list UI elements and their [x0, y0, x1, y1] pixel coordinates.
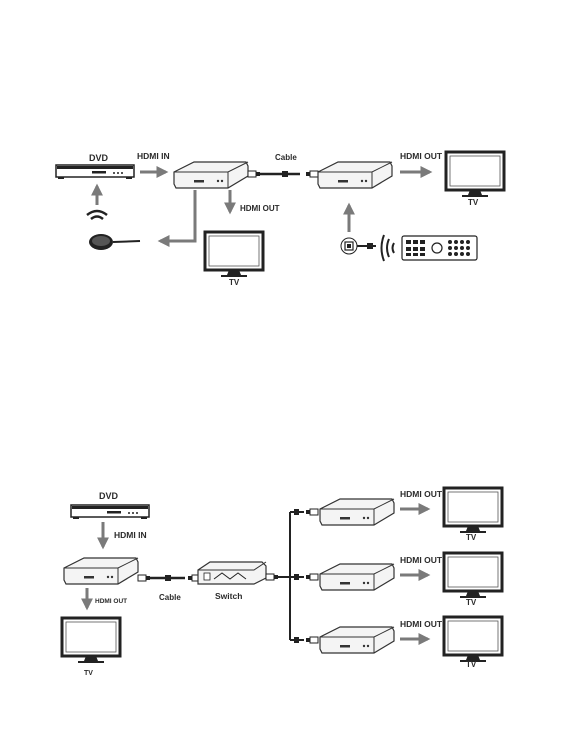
hdmi-out-label: HDMI OUT	[400, 555, 443, 565]
tv-label: TV	[466, 598, 477, 607]
rj45-connector-icon	[248, 171, 260, 177]
wireless-signal-icon	[382, 235, 395, 261]
receiver-row: HDMI OUT TV	[290, 488, 502, 542]
switch-label: Switch	[215, 591, 242, 601]
wireless-signal-icon	[87, 211, 107, 219]
diagram-1: DVD HDMI IN Cable HDMI OUT TV HDMI OUT T…	[56, 151, 504, 287]
hdmi-out-down-label: HDMI OUT	[240, 204, 280, 213]
network-switch-icon	[198, 562, 266, 584]
cable-label: Cable	[159, 593, 181, 602]
tv-local-label: TV	[84, 670, 93, 677]
dvd-label: DVD	[89, 153, 109, 163]
cable	[138, 575, 200, 581]
hdmi-out-label: HDMI OUT	[400, 619, 443, 629]
dvd-player-icon	[71, 505, 149, 519]
tv-label: TV	[466, 533, 477, 542]
receiver-row: HDMI OUT TV	[290, 553, 502, 607]
rj45-connector-icon	[306, 574, 318, 580]
rj45-connector-icon	[306, 509, 318, 515]
hdmi-extender-receiver-icon	[320, 499, 394, 525]
cable-label: Cable	[275, 153, 297, 162]
hdmi-out-right-label: HDMI OUT	[400, 151, 443, 161]
hdmi-extender-receiver-icon	[320, 627, 394, 653]
tv-icon	[444, 553, 502, 598]
hdmi-extender-receiver-icon	[320, 564, 394, 590]
hdmi-extender-transmitter-icon	[174, 162, 248, 188]
rj45-connector-icon	[306, 637, 318, 643]
rj45-connector-icon	[138, 575, 150, 581]
receiver-row: HDMI OUT TV	[290, 617, 502, 669]
diagram-2: DVD HDMI IN HDMI OUT TV Cable Switch	[62, 488, 502, 677]
tv-icon	[444, 617, 502, 662]
tv-right-label: TV	[468, 198, 479, 207]
rj45-connector-icon	[306, 171, 318, 177]
hdmi-in-label: HDMI IN	[137, 151, 170, 161]
tv-icon	[205, 232, 263, 277]
tv-icon	[444, 488, 502, 533]
dvd-label: DVD	[99, 491, 119, 501]
cable	[248, 171, 318, 177]
dvd-player-icon	[56, 165, 134, 179]
hdmi-in-label: HDMI IN	[114, 530, 147, 540]
ir-receiver-icon	[89, 234, 140, 250]
hdmi-out-label: HDMI OUT	[400, 489, 443, 499]
remote-control-icon	[402, 236, 477, 260]
ir-emitter-icon	[341, 238, 376, 254]
rj45-connector-icon	[266, 574, 278, 580]
tv-icon	[62, 618, 120, 663]
hdmi-extender-transmitter-icon	[64, 558, 138, 584]
hdmi-out-local-label: HDMI OUT	[95, 598, 127, 605]
hdmi-extender-receiver-icon	[318, 162, 392, 188]
tv-bottom-label: TV	[229, 278, 240, 287]
tv-label: TV	[466, 660, 477, 669]
tv-icon	[446, 152, 504, 197]
ir-return-arrow	[160, 190, 195, 241]
